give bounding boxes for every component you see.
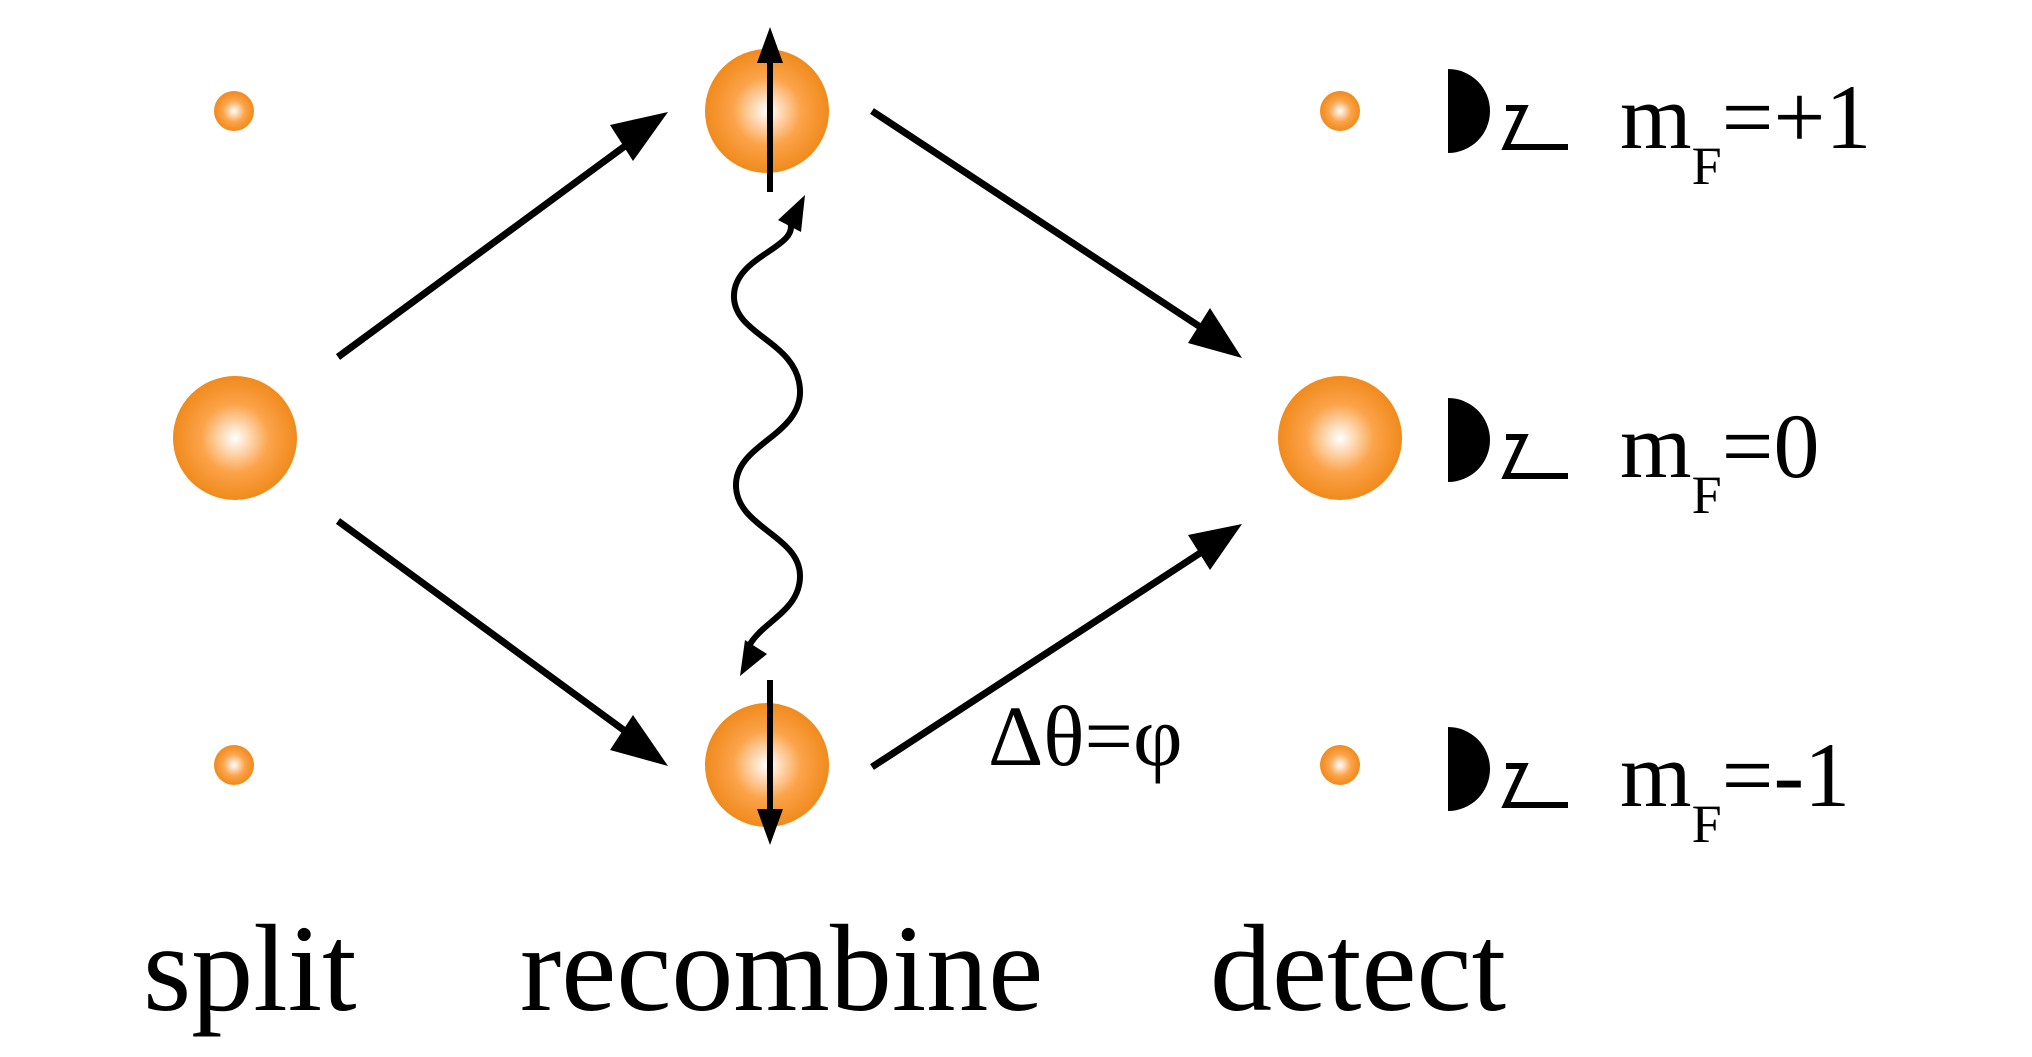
state-label-plus1: mF=+1 (1620, 66, 1871, 196)
atom-cloud-split-top-small (214, 91, 254, 131)
stage-label-split: split (143, 900, 357, 1037)
arrow-split-to-bottom-head (610, 715, 668, 766)
detector-icon-0 (1448, 398, 1568, 482)
wavy-arrow-head-bottom (740, 640, 767, 676)
arrow-bottom-to-detect-head (1188, 524, 1242, 570)
wavy-arrow-head-top (778, 195, 805, 232)
arrow-split-to-top (335, 132, 643, 360)
spin-up-arrow (757, 27, 783, 192)
stage-label-detect: detect (1210, 900, 1506, 1037)
detector-icon-plus1 (1448, 69, 1568, 153)
arrow-top-to-detect-head (1188, 308, 1242, 358)
arrow-split-to-top-head (610, 112, 668, 161)
phase-label: Δθ=φ (988, 688, 1183, 784)
detector-icon-minus1 (1448, 727, 1568, 811)
arrow-top-to-detect (870, 108, 1216, 339)
arrow-split-to-bottom (335, 518, 643, 745)
atom-cloud-split-center (173, 376, 297, 500)
atom-cloud-detect-top-small (1320, 91, 1360, 131)
atom-cloud-split-bottom-small (214, 745, 254, 785)
atom-cloud-detect-center (1278, 376, 1402, 500)
state-label-0: mF=0 (1620, 395, 1820, 525)
entangling-wavy-arrow (730, 195, 805, 676)
spin-down-arrow (757, 680, 783, 845)
stage-label-recombine: recombine (520, 900, 1043, 1037)
state-label-minus1: mF=-1 (1620, 724, 1850, 854)
arrow-bottom-to-detect (870, 541, 1216, 770)
path-arrows (335, 108, 1242, 770)
atom-cloud-detect-bottom-small (1320, 745, 1360, 785)
